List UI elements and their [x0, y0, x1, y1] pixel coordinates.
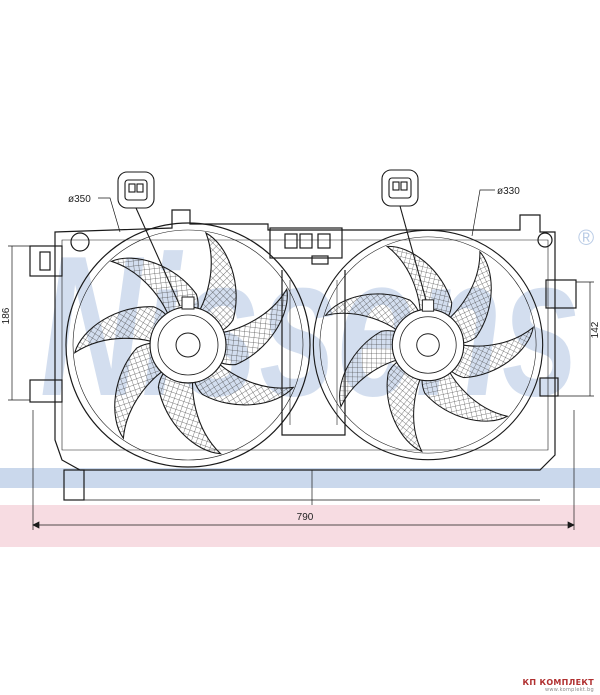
watermark-registered: ® [578, 225, 594, 250]
right-height-label: 142 [590, 321, 600, 338]
watermark-blue-band [0, 468, 600, 488]
left-connector-icon [117, 171, 181, 307]
right-fan-diameter-label: ø330 [497, 186, 520, 197]
footer-logo-mark: КП [522, 678, 537, 687]
right-fan [312, 229, 544, 461]
footer-brand: КОМПЛЕКТ [539, 678, 594, 687]
footer-tagline: www.komplekt.bg [545, 687, 594, 693]
left-fan [65, 222, 311, 468]
left-height-label: 186 [1, 307, 12, 324]
footer-logo: КП КОМПЛЕКТ www.komplekt.bg [523, 678, 594, 693]
dimension-lines [8, 189, 594, 530]
overall-width-label: 790 [297, 512, 314, 523]
right-connector-icon [381, 169, 427, 301]
left-fan-diameter-label: ø350 [68, 194, 91, 205]
watermark-pink-band [0, 505, 600, 547]
